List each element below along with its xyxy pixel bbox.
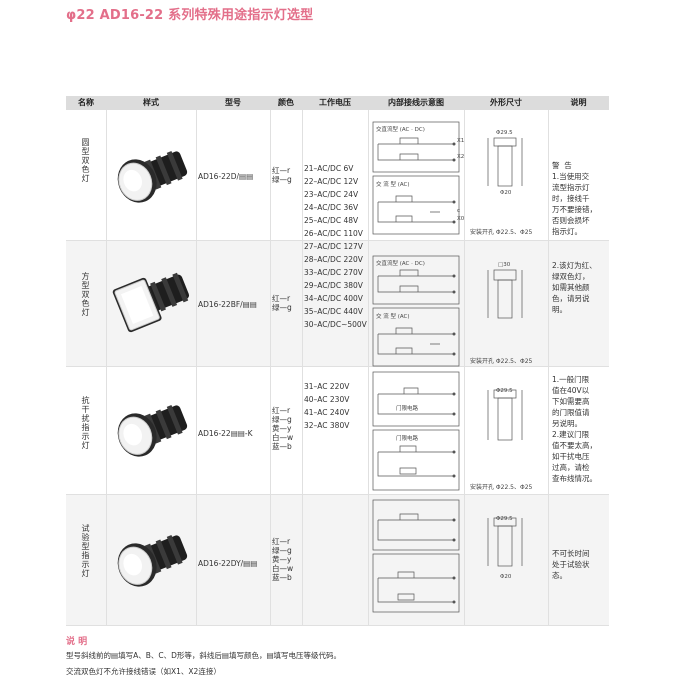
row-model-3: AD16-22▤▤-K (198, 429, 253, 438)
grid-line (270, 110, 271, 626)
footer-title: 说 明 (66, 637, 88, 647)
grid-line (106, 110, 107, 626)
wiring-diagrams (372, 121, 460, 613)
dim-phi295-2: Φ29.5 (496, 388, 513, 394)
grid-line (368, 110, 369, 626)
header-name: 名称 (66, 96, 107, 110)
mount-hole-2: 安装开孔 Φ22.5、Φ25 (470, 358, 533, 365)
row-colors-3: 红—r 绿—g 黄—y 白—w 蓝—b (272, 406, 294, 451)
footer-line-2: 交流双色灯不允许接线错误（如X1、X2连接） (66, 667, 221, 676)
mount-hole-3: 安装开孔 Φ22.5、Φ25 (470, 484, 533, 491)
footer-line-1: 型号斜线前的▤填写A、B、C、D形等，斜线后▤填写颜色，▤填写电压等级代码。 (66, 651, 342, 660)
voltage-list-ac: 31–AC 220V 40–AC 230V 41–AC 240V 32–AC 3… (304, 382, 350, 430)
header-notes: 说明 (548, 96, 610, 110)
diagram-label-ac-2: 交 流 型 (AC) (376, 314, 410, 320)
row-name-2: 方型双色灯 (81, 272, 90, 317)
row-model-2: AD16-22BF/▤▤ (198, 300, 257, 309)
grid-line (66, 366, 609, 367)
grid-line (66, 240, 609, 241)
header-color: 颜色 (270, 96, 303, 110)
grid-line (302, 110, 303, 626)
page-title: φ22 AD16-22 系列特殊用途指示灯选型 (66, 8, 314, 23)
voltage-list-acdc: 21–AC/DC 6V 22–AC/DC 12V 23–AC/DC 24V 24… (304, 164, 367, 329)
dim-phi20-2: Φ20 (500, 574, 512, 580)
diagram-label-ac-1: 交 流 型 (AC) (376, 182, 410, 188)
dim-sq30: □30 (498, 262, 511, 268)
outline-drawings (487, 137, 523, 567)
grid-line (548, 110, 549, 626)
diagram-label-acdc-2: 交直流型 (AC · DC) (376, 261, 425, 267)
square-lamp-image (112, 272, 190, 333)
diagram-label-acdc-1: 交直流型 (AC · DC) (376, 127, 425, 133)
diagram-label-gate-2: 门限电路 (396, 436, 419, 442)
grid-line (66, 494, 609, 495)
diagram-label-gate-1: 门限电路 (396, 406, 419, 412)
dim-phi295-1: Φ29.5 (496, 130, 513, 136)
note-threshold: 1.一般门限 值在40V以 下如需要高 的门限值请 另说明。 2.建议门限 值不… (552, 375, 597, 483)
grid-line (464, 110, 465, 626)
note-color: 2.该灯为红、 绿双色灯， 如需其他颜 色，请另说 明。 (552, 261, 597, 314)
terminal-x1: X1 (457, 138, 465, 144)
row-colors-1: 红—r 绿—g (272, 166, 292, 184)
round-lamp-image (117, 150, 188, 203)
mount-hole-1: 安装开孔 Φ22.5、Φ25 (470, 229, 533, 236)
selection-table: 名称 样式 型号 颜色 工作电压 内部接线示意图 外形尺寸 说明 圆型双色灯 方… (66, 96, 610, 626)
terminal-x0: X0 (457, 216, 465, 222)
row-name-4: 试验型指示灯 (81, 524, 90, 578)
grid-line (66, 625, 609, 626)
header-dimensions: 外形尺寸 (464, 96, 549, 110)
header-voltage: 工作电压 (302, 96, 369, 110)
row-colors-2: 红—r 绿—g (272, 294, 292, 312)
anti-interference-lamp-image (117, 404, 188, 457)
grid-line (196, 110, 197, 626)
row-name-3: 抗干扰指示灯 (81, 396, 90, 450)
row-model-4: AD16-22DY/▤▤ (198, 559, 258, 568)
row-model-1: AD16-22D/▤▤ (198, 172, 254, 181)
note-warning: 警 告 1.当使用交 流型指示灯 时，接线千 万不要接错， 否则会损坏 指示灯。 (552, 161, 597, 236)
header-wiring: 内部接线示意图 (368, 96, 465, 110)
header-model: 型号 (196, 96, 271, 110)
header-style: 样式 (106, 96, 197, 110)
terminal-x2: X2 (457, 154, 465, 160)
note-test: 不可长时间 处于试验状 态。 (552, 549, 590, 580)
dim-phi295-3: Φ29.5 (496, 516, 513, 522)
row-name-1: 圆型双色灯 (81, 138, 90, 183)
dim-phi20-1: Φ20 (500, 190, 512, 196)
test-lamp-image (117, 534, 188, 587)
row-colors-4: 红—r 绿—g 黄—y 白—w 蓝—b (272, 537, 294, 582)
terminal-c: c (457, 208, 461, 214)
